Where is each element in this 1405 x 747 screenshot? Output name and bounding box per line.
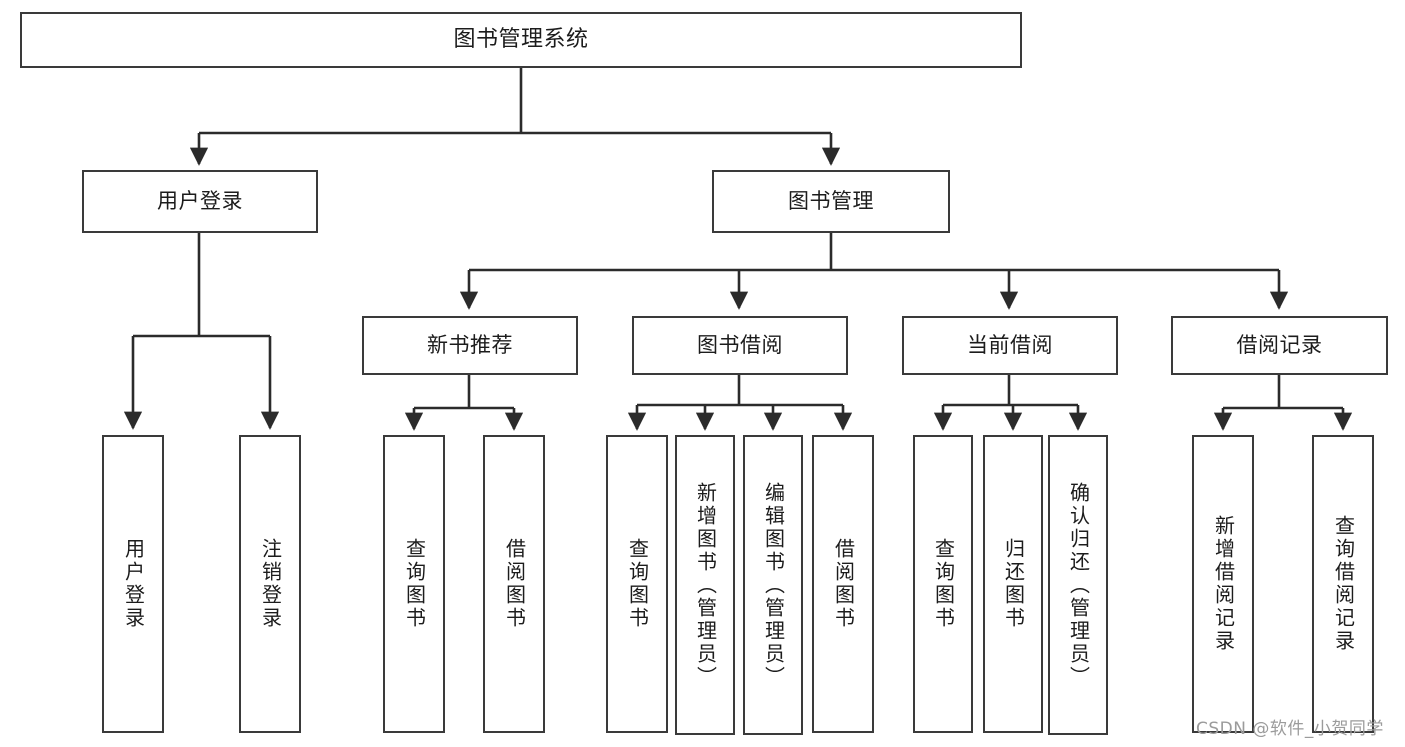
node-label-leaf-query-book-1: 查询图书 [402, 538, 427, 630]
node-label-book-borrow: 图书借阅 [697, 332, 783, 357]
node-label-leaf-confirm-return: 确认归还（管理员） [1066, 481, 1091, 689]
node-label-current-borrow: 当前借阅 [967, 332, 1053, 357]
node-book-manage[interactable]: 图书管理 [712, 170, 950, 233]
node-label-leaf-query-book-3: 查询图书 [931, 538, 956, 630]
node-label-leaf-edit-book: 编辑图书（管理员） [761, 481, 786, 689]
node-label-borrow-record: 借阅记录 [1236, 332, 1323, 357]
node-book-borrow[interactable]: 图书借阅 [632, 316, 848, 375]
node-label-book-manage: 图书管理 [788, 188, 874, 213]
node-label-leaf-return-book: 归还图书 [1001, 538, 1026, 630]
node-label-leaf-query-book-2: 查询图书 [625, 538, 650, 630]
node-label-root: 图书管理系统 [453, 26, 589, 52]
node-leaf-query-book-3[interactable]: 查询图书 [913, 435, 973, 733]
node-leaf-user-logout[interactable]: 注销登录 [239, 435, 301, 733]
node-leaf-borrow-book-2[interactable]: 借阅图书 [812, 435, 874, 733]
node-leaf-user-login[interactable]: 用户登录 [102, 435, 164, 733]
node-leaf-query-record[interactable]: 查询借阅记录 [1312, 435, 1374, 733]
csdn-watermark: CSDN @软件_小贺同学 [1196, 719, 1384, 739]
node-label-leaf-user-logout: 注销登录 [258, 538, 283, 630]
node-label-leaf-add-book: 新增图书（管理员） [693, 481, 718, 689]
node-label-leaf-user-login: 用户登录 [121, 538, 146, 630]
node-leaf-confirm-return[interactable]: 确认归还（管理员） [1048, 435, 1108, 735]
node-leaf-add-book[interactable]: 新增图书（管理员） [675, 435, 735, 735]
node-leaf-borrow-book-1[interactable]: 借阅图书 [483, 435, 545, 733]
node-label-leaf-add-record: 新增借阅记录 [1211, 515, 1236, 653]
node-leaf-add-record[interactable]: 新增借阅记录 [1192, 435, 1254, 733]
node-leaf-edit-book[interactable]: 编辑图书（管理员） [743, 435, 803, 735]
node-leaf-query-book-2[interactable]: 查询图书 [606, 435, 668, 733]
node-leaf-query-book-1[interactable]: 查询图书 [383, 435, 445, 733]
node-current-borrow[interactable]: 当前借阅 [902, 316, 1118, 375]
node-user-login[interactable]: 用户登录 [82, 170, 318, 233]
node-root-book-management-system[interactable]: 图书管理系统 [20, 12, 1022, 68]
node-label-user-login: 用户登录 [157, 188, 243, 213]
node-label-new-book-recommend: 新书推荐 [427, 332, 513, 357]
node-label-leaf-borrow-book-1: 借阅图书 [502, 538, 527, 630]
node-leaf-return-book[interactable]: 归还图书 [983, 435, 1043, 733]
node-new-book-recommend[interactable]: 新书推荐 [362, 316, 578, 375]
node-label-leaf-query-record: 查询借阅记录 [1331, 515, 1356, 653]
node-borrow-record[interactable]: 借阅记录 [1171, 316, 1388, 375]
node-label-leaf-borrow-book-2: 借阅图书 [831, 538, 856, 630]
